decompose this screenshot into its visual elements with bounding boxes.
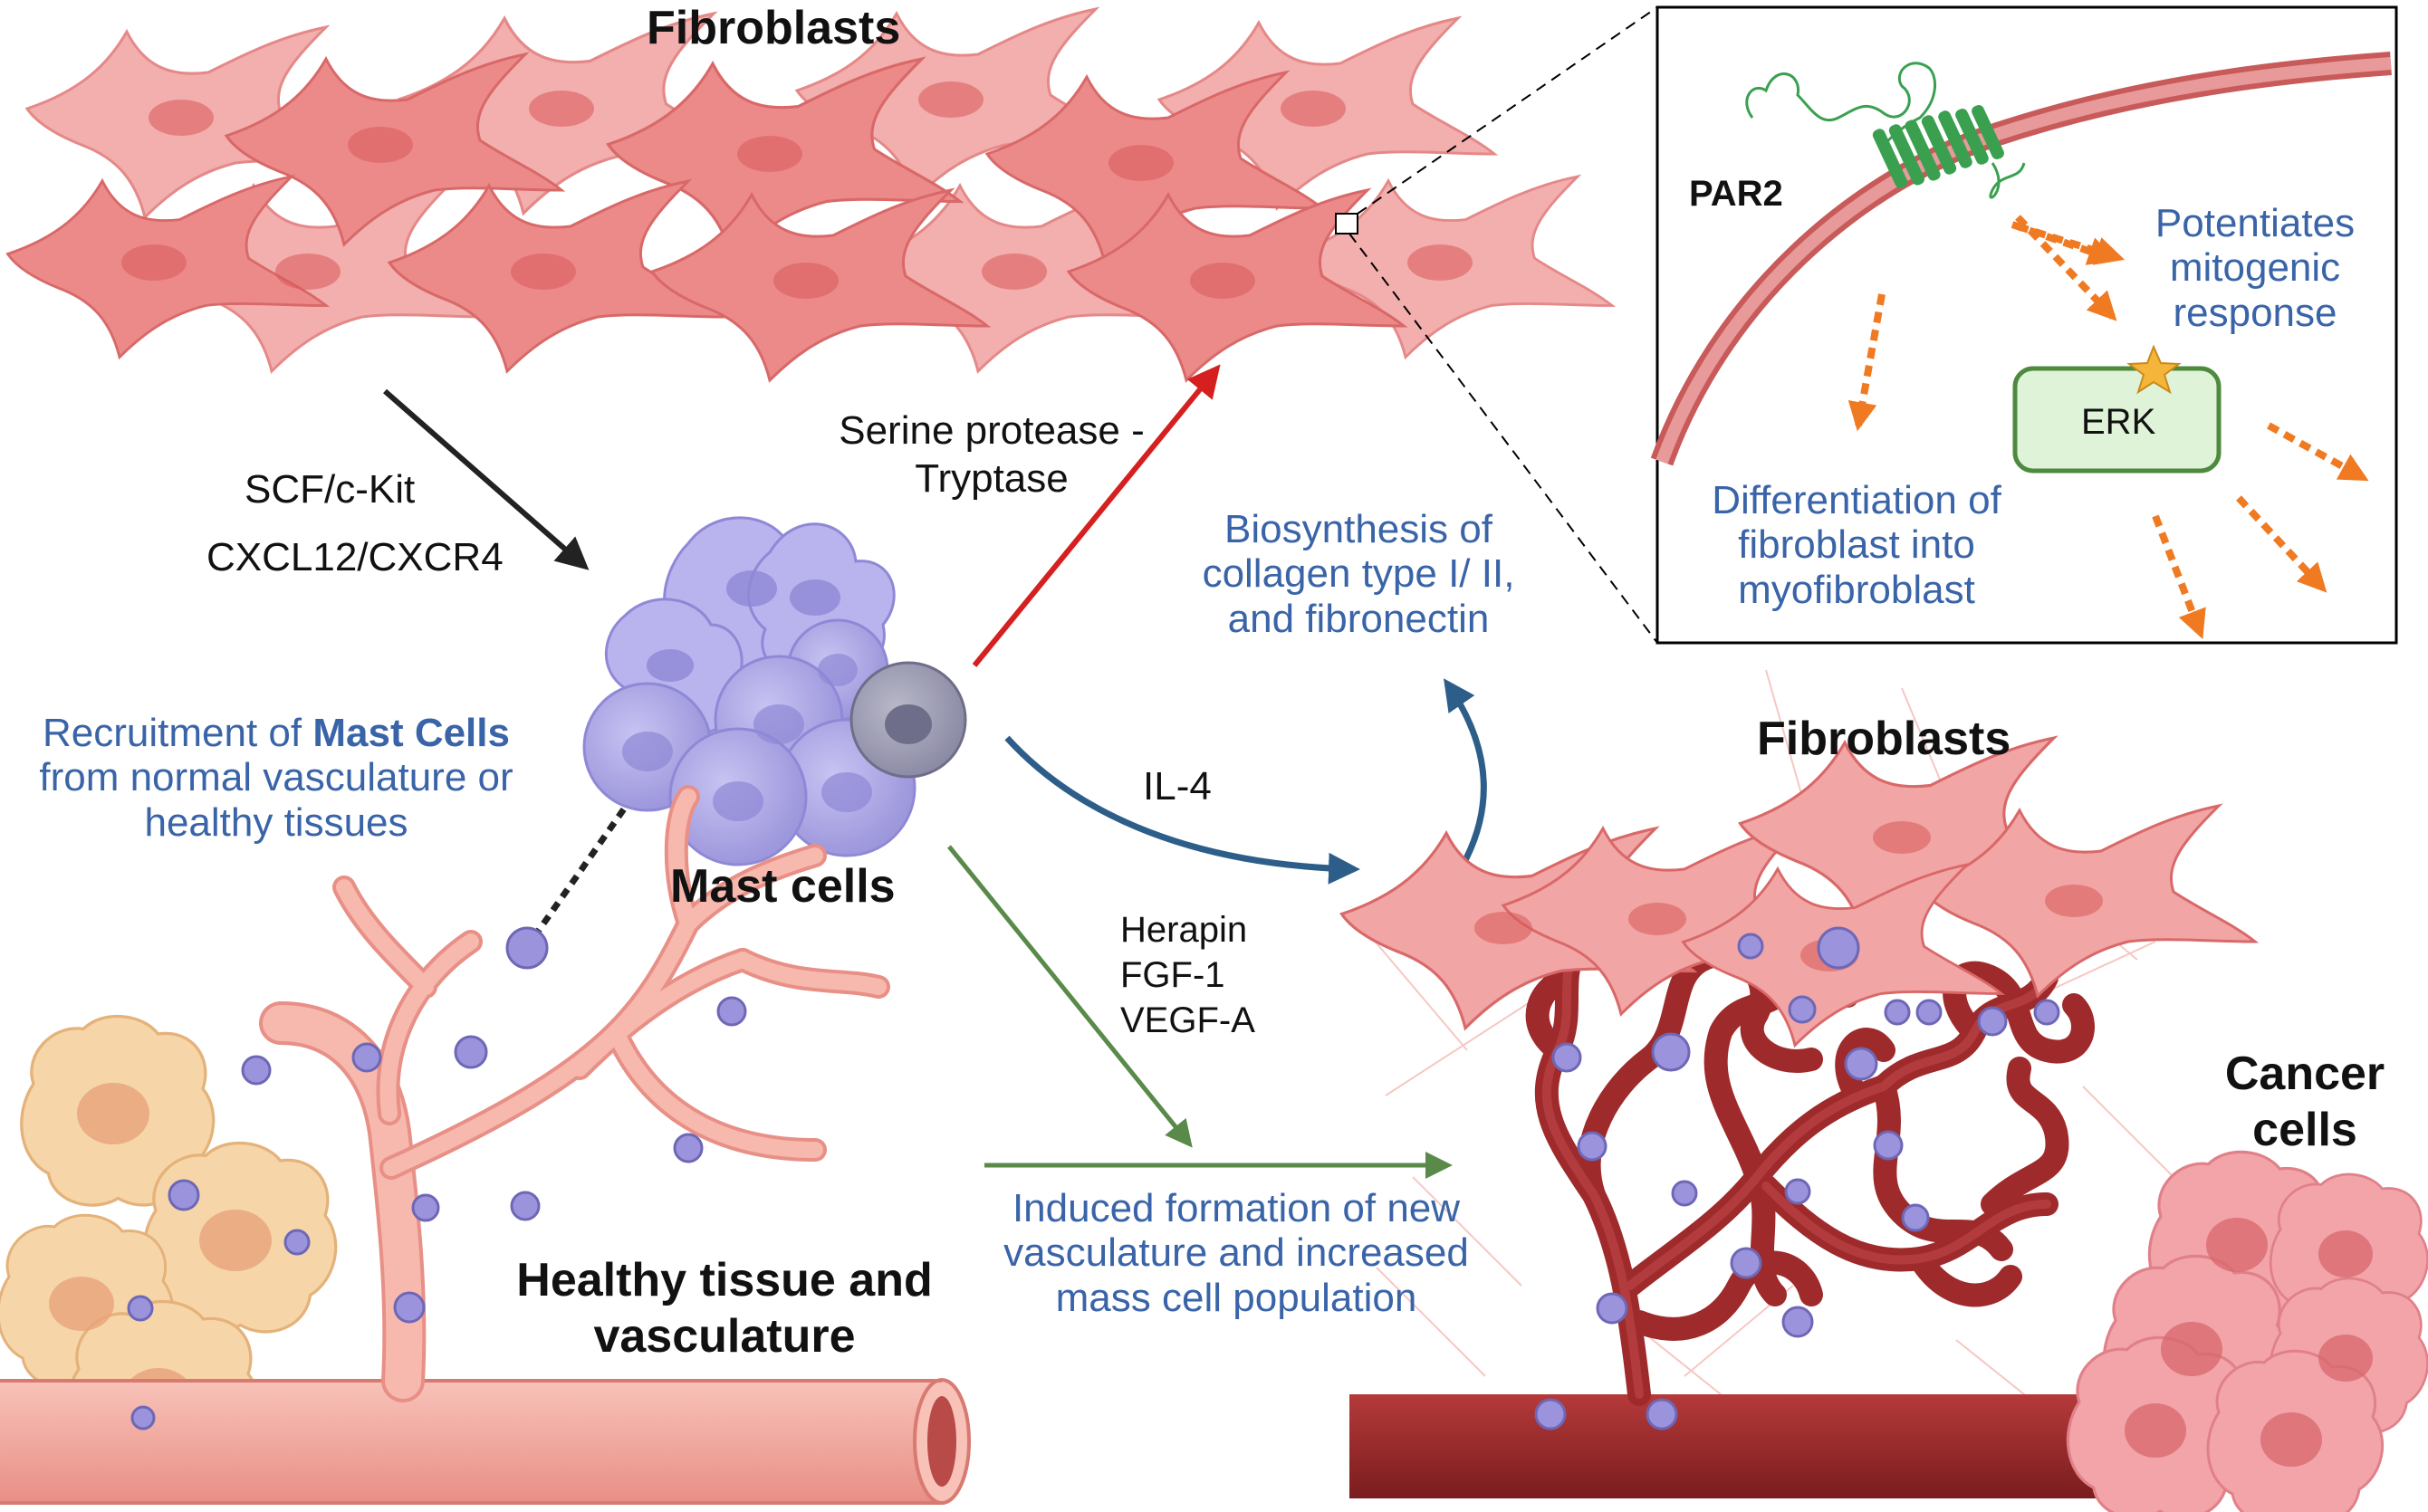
erk-label: ERK	[2081, 402, 2156, 442]
biosynthesis-label: Biosynthesis of collagen type I/ II, and…	[1177, 507, 1540, 641]
cancer-cells-label: Cancer cells	[2210, 1046, 2400, 1159]
mast-cells-label: Mast cells	[670, 860, 896, 913]
potentiates-label: Potentiates mitogenic response	[2119, 201, 2391, 335]
recruitment-line1-text: Recruitment of	[43, 711, 313, 755]
recruitment-line3: healthy tissues	[144, 799, 408, 845]
cancer-cells-label-line2: cells	[2252, 1104, 2357, 1157]
biosynthesis-line1: Biosynthesis of	[1224, 507, 1492, 551]
healthy-vasculature	[0, 785, 971, 1505]
differentiation-line2: fibroblast into	[1738, 522, 1975, 568]
fgf1-label: FGF-1	[1120, 955, 1225, 995]
potentiates-line1: Potentiates	[2154, 201, 2356, 245]
fibroblasts-right-label: Fibroblasts	[1757, 713, 2011, 765]
top-fibroblast-layer	[6, 7, 1614, 382]
induced-line1: Induced formation of new	[1012, 1186, 1461, 1230]
cancer-cells-label-line1: Cancer	[2224, 1048, 2385, 1100]
differentiation-label: Differentiation of fibroblast into myofi…	[1684, 478, 2029, 612]
heparin-fgf-vegf-label: Herapin FGF-1 VEGF-A	[1120, 907, 1255, 1043]
serine-protease-line2: Tryptase	[915, 455, 1069, 501]
induced-formation-label: Induced formation of new vasculature and…	[983, 1186, 1490, 1320]
recruitment-line1: Recruitment of Mast Cells	[18, 711, 534, 755]
tumor-region	[1339, 669, 2428, 1512]
recruitment-line1-bold: Mast Cells	[312, 711, 510, 755]
vegfa-label: VEGF-A	[1120, 1000, 1255, 1040]
potentiates-line2: mitogenic	[2169, 245, 2341, 291]
il4-label: IL-4	[1143, 764, 1212, 809]
recruitment-line2: from normal vasculature or	[39, 755, 513, 800]
fibroblasts-top-label: Fibroblasts	[647, 2, 901, 54]
cxcl12-cxcr4-label: CXCL12/CXCR4	[206, 535, 504, 579]
mast-cell-cluster	[582, 516, 967, 866]
induced-line2: vasculature and increased	[1003, 1230, 1469, 1276]
differentiation-line1: Differentiation of	[1712, 478, 2001, 522]
recruitment-label: Recruitment of Mast Cells from normal va…	[18, 711, 534, 845]
potentiates-line3: response	[2173, 290, 2337, 335]
serine-protease-label: Serine protease - Tryptase	[797, 407, 1186, 503]
par2-label: PAR2	[1689, 174, 1783, 214]
healthy-tissue-label: Healthy tissue and vasculature	[503, 1252, 946, 1365]
differentiation-line3: myofibroblast	[1738, 567, 1975, 612]
healthy-tissue-label-line1: Healthy tissue and	[516, 1254, 933, 1306]
healthy-tissue-label-line2: vasculature	[593, 1310, 856, 1364]
biosynthesis-line3: and fibronectin	[1227, 596, 1490, 641]
biosynthesis-line2: collagen type I/ II,	[1202, 551, 1515, 597]
heparin-label: Herapin	[1120, 910, 1248, 950]
par2-inset-panel	[1650, 5, 2398, 645]
scf-ckit-label: SCF/c-Kit	[245, 467, 416, 512]
serine-protease-line1: Serine protease -	[839, 408, 1145, 453]
induced-line3: mass cell population	[1055, 1275, 1417, 1320]
